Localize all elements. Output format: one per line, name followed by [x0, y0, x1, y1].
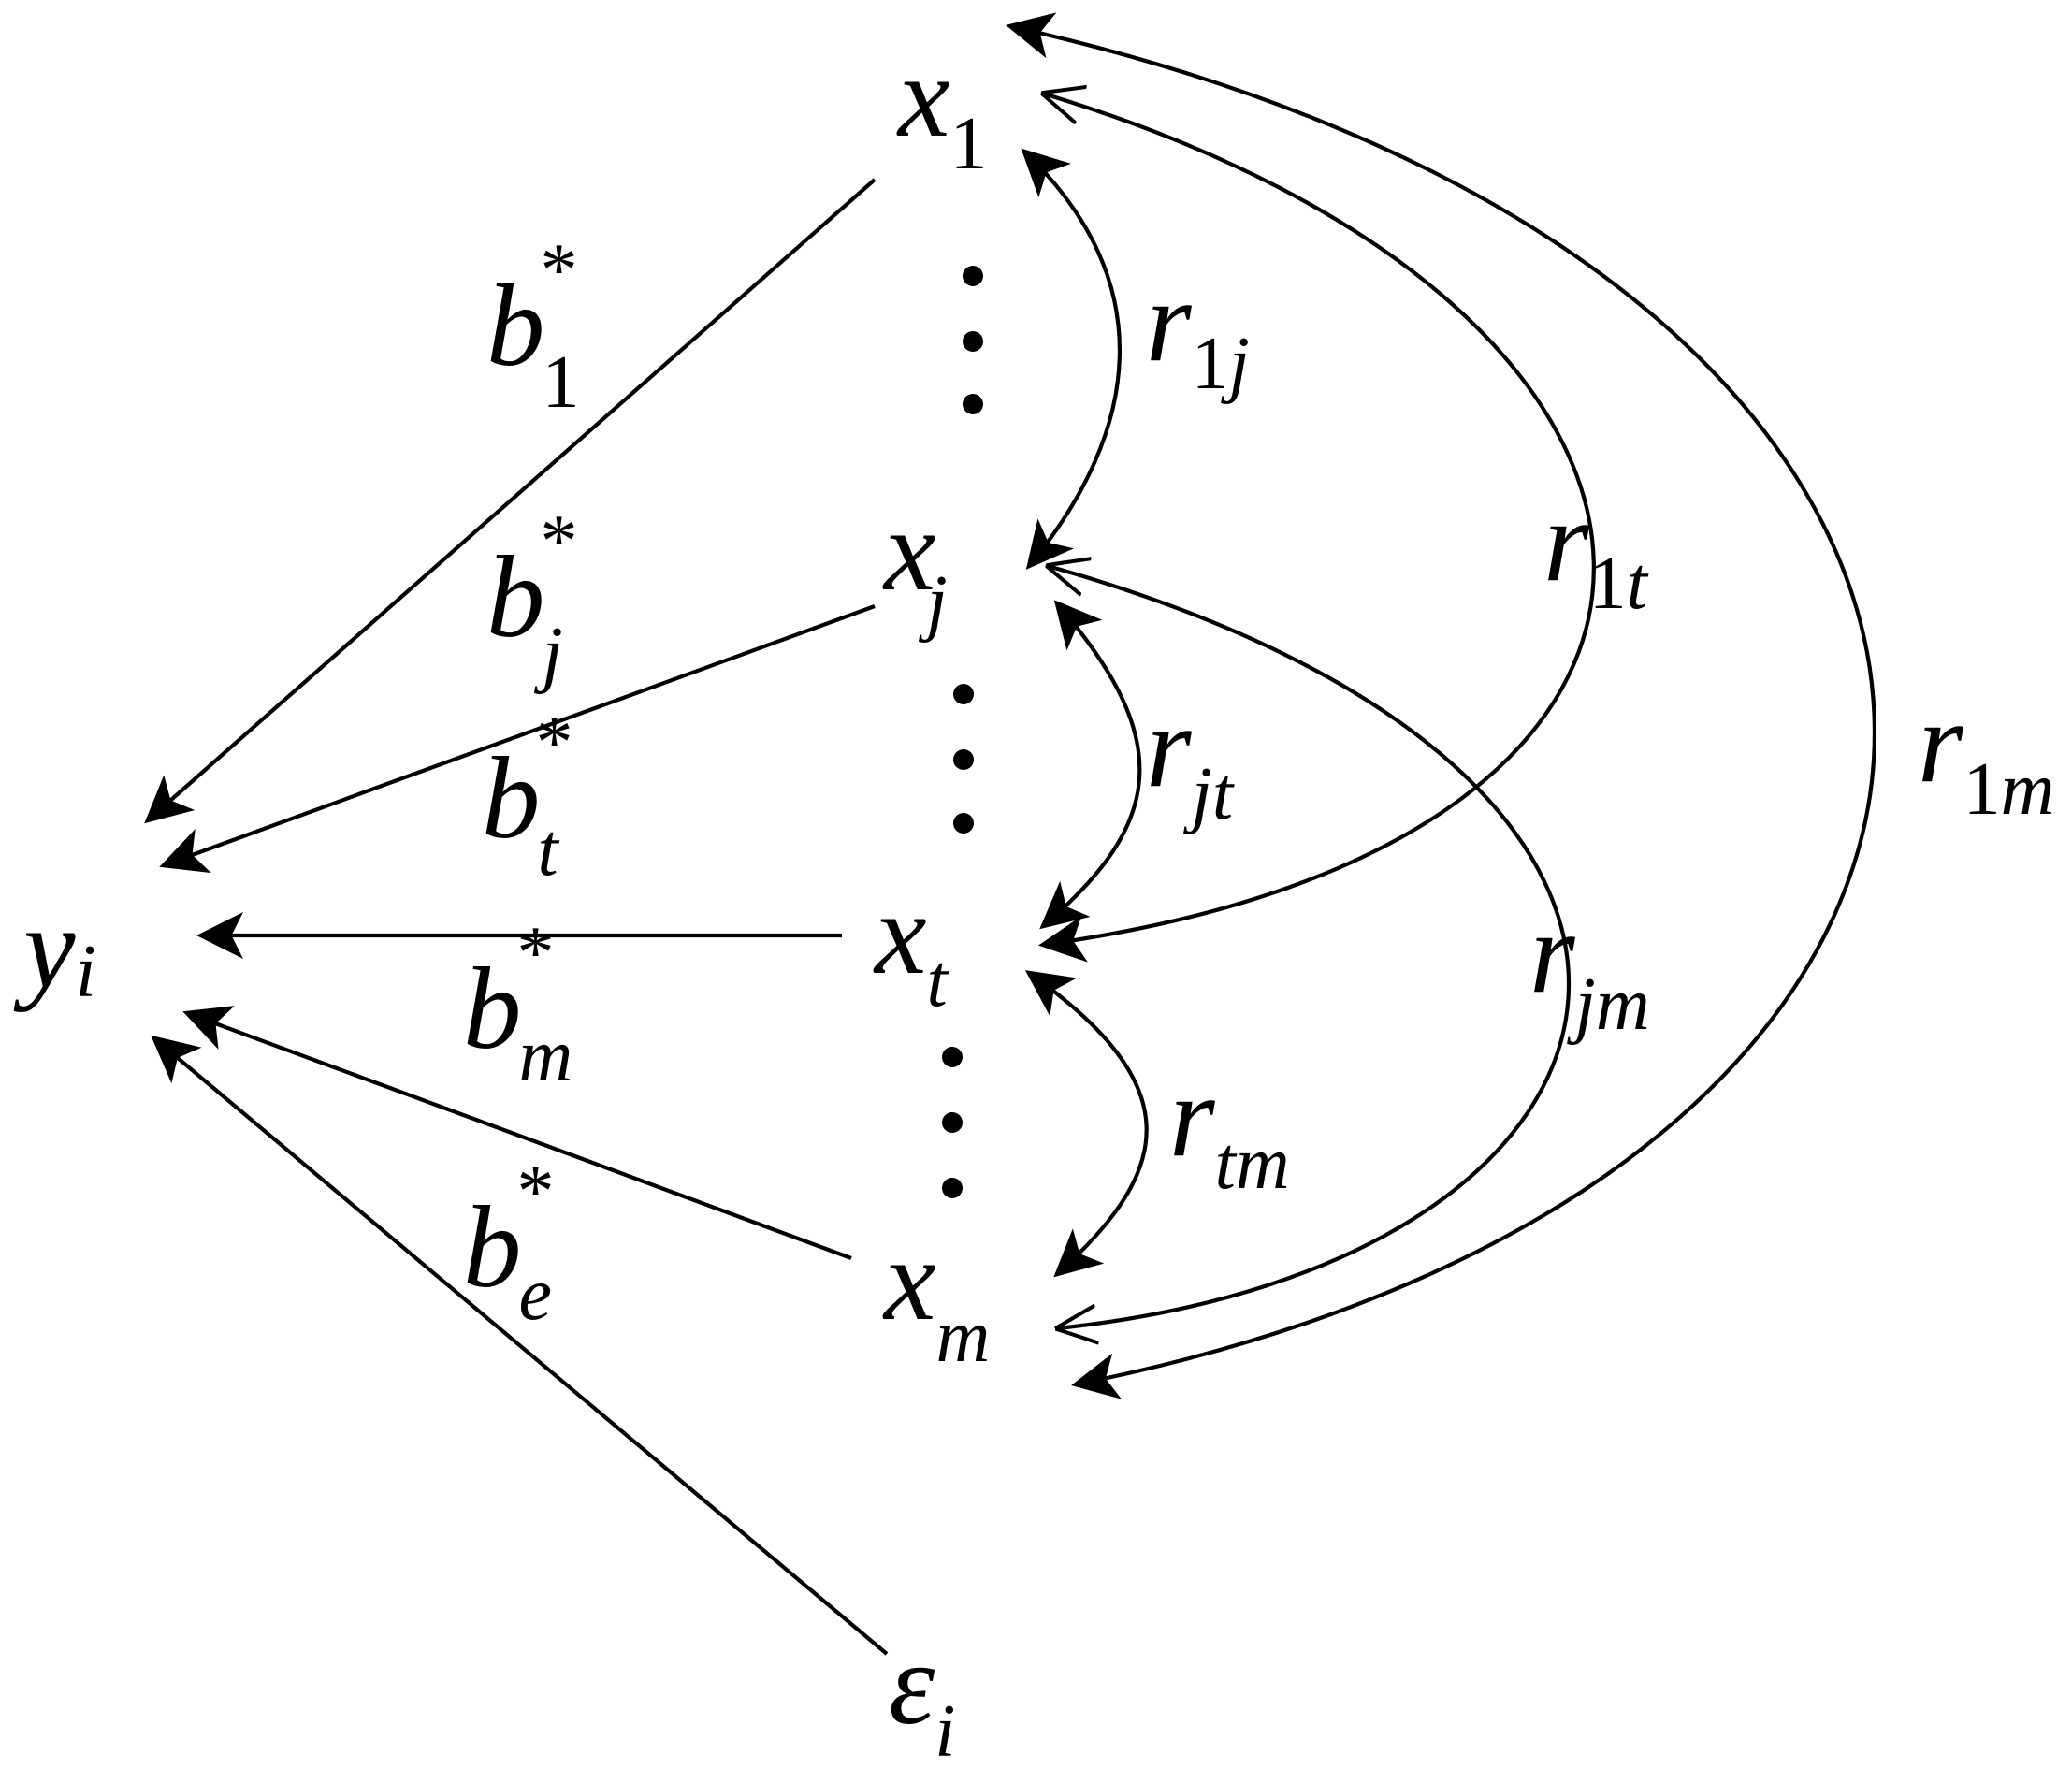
corr-rjm: rjm: [1529, 889, 1650, 1046]
corr-r1j: r1j: [1146, 257, 1250, 405]
coef-bj: b*j: [486, 500, 578, 695]
ellipsis-1: [963, 266, 983, 414]
node-xt: xt: [873, 870, 949, 1022]
arc-rjm: [1048, 566, 1572, 1328]
node-x1: x1: [896, 33, 987, 185]
arc-r1m: [1006, 12, 1877, 1399]
coef-bm: b*m: [463, 912, 572, 1097]
ellipsis-3: [942, 1047, 963, 1198]
coef-bt: b*t: [482, 702, 573, 892]
arrow-xm-to-y: [182, 1006, 852, 1260]
arrow-xj-to-y: [159, 604, 876, 874]
node-xm: xm: [882, 1216, 990, 1378]
ellipsis-2: [953, 684, 974, 834]
arc-r1t: [1043, 94, 1596, 945]
corr-r1m: r1m: [1918, 678, 2054, 831]
arc-rtm: [1024, 970, 1149, 1278]
arc-r1j: [1021, 148, 1122, 570]
corr-rtm: rtm: [1169, 1052, 1290, 1205]
arc-rjt: [1039, 600, 1142, 930]
coef-b1: b*1: [486, 229, 580, 424]
node-epsilon: εi: [889, 1620, 956, 1773]
arrow-x1-to-y: [144, 178, 877, 824]
node-xj: xj: [882, 486, 948, 644]
corr-rjt: rjt: [1146, 683, 1235, 835]
corr-r1t: r1t: [1543, 477, 1649, 625]
arrow-eps-to-y: [151, 1035, 889, 1656]
coef-be: b*e: [463, 1151, 555, 1336]
node-y: yi: [13, 884, 96, 1013]
